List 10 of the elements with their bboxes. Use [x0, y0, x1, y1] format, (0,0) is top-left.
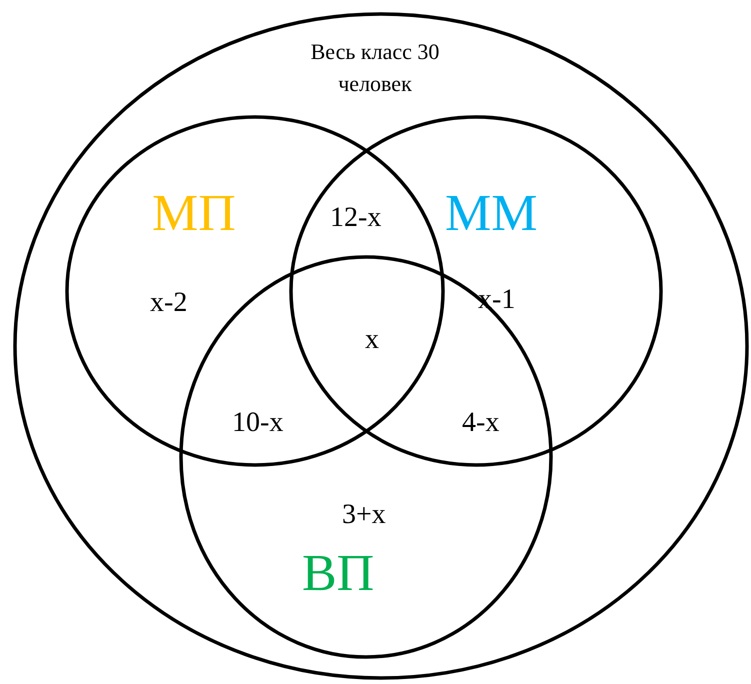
- set-label: МП: [152, 185, 236, 242]
- region-value: 4-x: [462, 408, 500, 439]
- region-value: 12-x: [330, 203, 382, 234]
- region-value: x-2: [150, 288, 188, 319]
- region-value: x: [365, 325, 379, 356]
- set-label: ММ: [445, 185, 538, 242]
- class-total-label: Весь класс 30 человек: [310, 38, 440, 98]
- region-value: 3+x: [342, 500, 386, 531]
- set-label: ВП: [302, 545, 374, 602]
- region-value: 10-x: [232, 408, 284, 439]
